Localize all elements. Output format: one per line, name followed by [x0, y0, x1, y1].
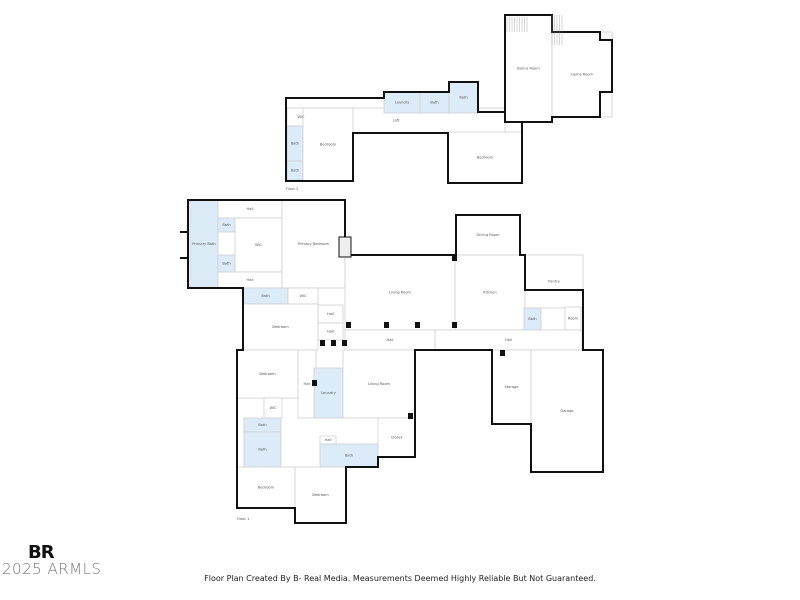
logo: BR 2025 ARMLS — [2, 542, 102, 578]
room-label: Bedroom — [477, 156, 494, 160]
room-label: Hall — [325, 438, 332, 442]
column — [384, 322, 389, 328]
room-label: Bath — [291, 169, 299, 173]
column — [452, 322, 457, 328]
room-label: Bedroom — [258, 486, 275, 490]
room-wic — [234, 217, 283, 273]
room-label: Hall — [327, 312, 334, 316]
room-label: Living Room — [368, 382, 391, 386]
room-bedroom — [242, 303, 319, 351]
room-label: Kitchen — [483, 291, 497, 295]
column — [346, 322, 351, 328]
room-label: Dining Room — [477, 233, 500, 237]
room-label: Bath — [291, 142, 299, 146]
room-label: Primary Bath — [192, 242, 215, 246]
fireplace — [338, 236, 352, 258]
room-closet — [377, 417, 416, 458]
floor-1-label: Floor 1 — [237, 517, 249, 521]
room-label: WIC — [297, 115, 305, 119]
room-label: Laundry — [395, 101, 411, 105]
column — [415, 322, 420, 328]
room-label: Game Room — [571, 73, 594, 77]
room-label: Bath — [430, 101, 438, 105]
room-bedroom — [236, 466, 296, 509]
stairs — [506, 17, 528, 32]
room-label: Bedroom — [272, 325, 289, 329]
room-label: Hall — [247, 207, 254, 211]
room-label: Loft — [393, 119, 400, 123]
room-label: Hall — [505, 338, 512, 342]
room-label: Bath — [528, 317, 536, 321]
floor-2-label: Floor 2 — [286, 187, 298, 191]
room-label: Pantry — [548, 280, 560, 284]
room-label: Bedroom — [312, 493, 329, 497]
exterior-wall — [187, 199, 604, 524]
room-label: Closet — [391, 436, 403, 440]
room-label: WIC — [299, 294, 307, 298]
room-label: Bedroom — [259, 372, 276, 376]
room-label: Garage — [560, 409, 574, 413]
room-pantry — [524, 254, 584, 309]
room-label: Bedroom — [320, 143, 337, 147]
column — [342, 340, 347, 346]
room-label: Bath — [258, 448, 266, 452]
room-label: WIC — [255, 243, 263, 247]
room-storage — [491, 349, 532, 425]
room-bedroom — [294, 466, 347, 524]
room-label: Bath — [258, 423, 266, 427]
room-living-room — [344, 254, 456, 331]
room-label: Bath — [345, 454, 353, 458]
room-bonus-room — [504, 14, 553, 123]
room-label: Bath — [222, 262, 230, 266]
room-label: Room — [568, 317, 579, 321]
column — [452, 255, 457, 261]
footer-disclaimer: Floor Plan Created By B- Real Media. Mea… — [204, 574, 596, 583]
column — [408, 413, 413, 419]
room-label: Living Room — [389, 291, 412, 295]
room-label: Hall — [327, 330, 334, 334]
room-label: Hall — [387, 338, 394, 342]
room-hall — [317, 322, 344, 341]
room-label: Hall — [247, 278, 254, 282]
room-primary-bedroom — [281, 199, 346, 289]
exterior-wall — [180, 231, 189, 259]
logo-mark: BR — [28, 542, 55, 563]
room-kitchen — [454, 254, 526, 331]
column — [312, 380, 317, 386]
room-garage — [530, 349, 604, 473]
room-label: Storage — [504, 385, 519, 389]
column — [331, 340, 336, 346]
room-label: Bath — [222, 223, 230, 227]
room-dining-room — [455, 214, 521, 256]
room-label: Bath — [261, 294, 269, 298]
room-bedroom — [236, 349, 299, 399]
room-label: Laundry — [321, 391, 337, 395]
stairs — [551, 15, 563, 45]
logo-copyright: 2025 ARMLS — [2, 560, 102, 578]
column — [320, 340, 325, 346]
room-label: Hall — [304, 382, 311, 386]
column — [500, 350, 505, 356]
room-label: Bonus Room — [517, 67, 540, 71]
room-label: Bath — [459, 96, 467, 100]
room-label: WIC — [269, 406, 277, 410]
room-label: Primary Bedroom — [298, 242, 330, 246]
room-game-room — [551, 31, 613, 118]
